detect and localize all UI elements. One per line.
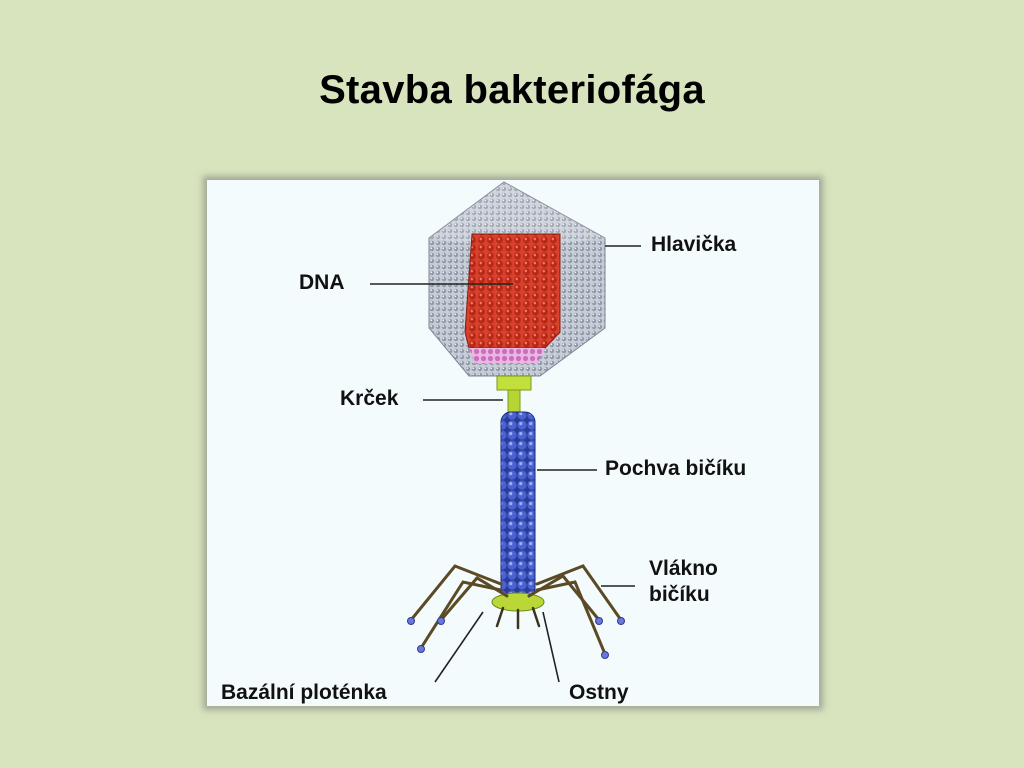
page-title: Stavba bakteriofága xyxy=(319,68,705,112)
label-dna: DNA xyxy=(299,271,345,294)
neck-collar xyxy=(496,375,532,391)
label-head: Hlavička xyxy=(651,233,737,256)
tail-sheath xyxy=(500,411,536,599)
capsid-inner-protein xyxy=(469,348,545,364)
label-leaders xyxy=(370,245,641,683)
label-fiber-line2: bičíku xyxy=(649,583,710,606)
label-sheath: Pochva bičíku xyxy=(605,457,747,480)
base-plate xyxy=(491,592,545,612)
phage-diagram: Hlavička DNA Krček Pochva bičíku Vlákno … xyxy=(207,180,819,706)
label-base-plate: Bazální ploténka xyxy=(221,681,387,704)
tail-fibers xyxy=(409,564,623,656)
label-spikes: Ostny xyxy=(569,681,629,704)
label-fiber-line1: Vlákno xyxy=(649,557,718,580)
spikes xyxy=(495,606,541,630)
phage-illustration xyxy=(370,181,641,683)
label-neck: Krček xyxy=(340,387,399,410)
dna-core xyxy=(464,233,561,349)
